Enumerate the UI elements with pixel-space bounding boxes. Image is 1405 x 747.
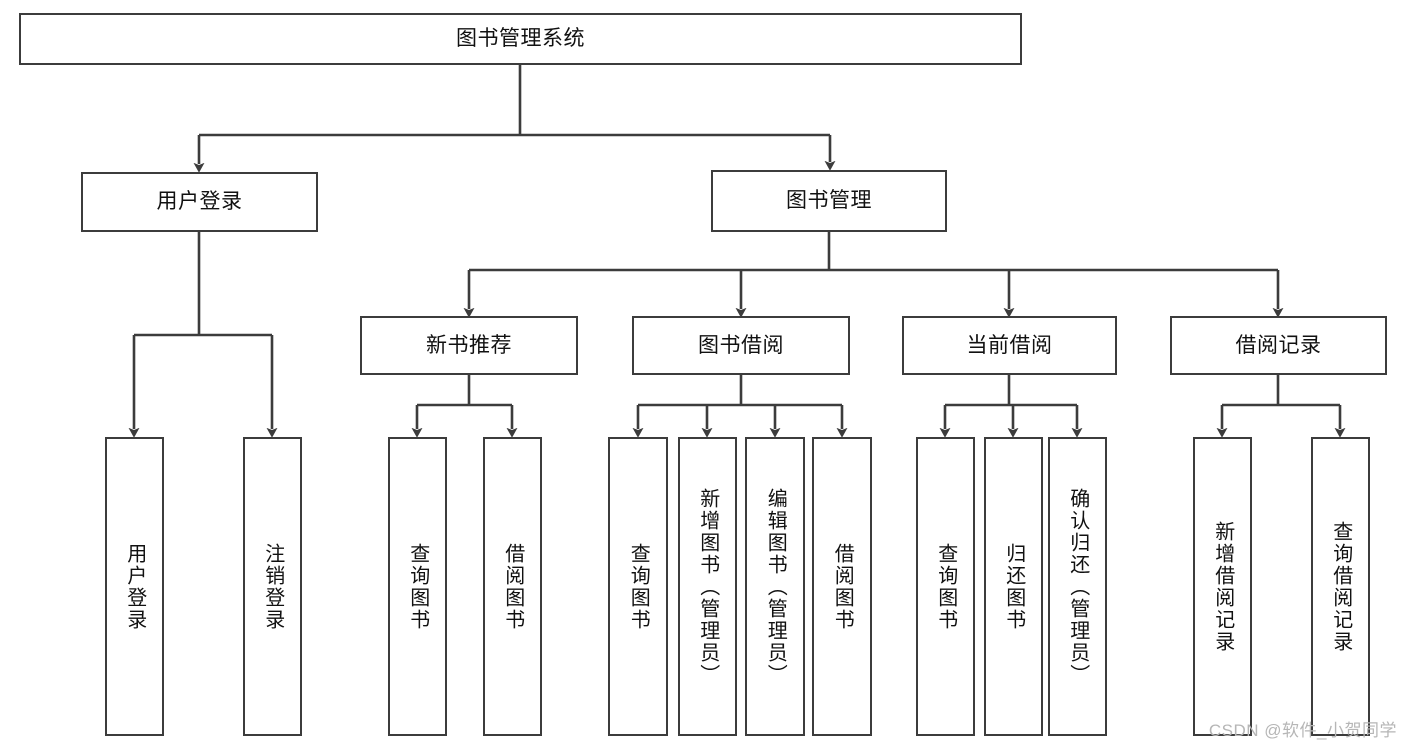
node-leaf-add-book[interactable]: 新增图书（管理员） — [678, 437, 737, 736]
node-leaf-query-record[interactable]: 查询借阅记录 — [1311, 437, 1370, 736]
node-leaf-user-login[interactable]: 用户登录 — [105, 437, 164, 736]
node-leaf-return-book[interactable]: 归还图书 — [984, 437, 1043, 736]
node-leaf-query-book-2[interactable]: 查询图书 — [608, 437, 668, 736]
node-leaf-borrow-book-2[interactable]: 借阅图书 — [812, 437, 872, 736]
node-leaf-add-record-label: 新增借阅记录 — [1211, 520, 1234, 653]
node-leaf-borrow-book-2-label: 借阅图书 — [831, 542, 854, 631]
node-leaf-return-book-label: 归还图书 — [1002, 542, 1025, 631]
node-leaf-query-book-1-label: 查询图书 — [406, 542, 429, 631]
node-leaf-query-book-1[interactable]: 查询图书 — [388, 437, 447, 736]
node-leaf-edit-book[interactable]: 编辑图书（管理员） — [745, 437, 805, 736]
node-leaf-user-logout-label: 注销登录 — [261, 542, 284, 631]
node-book-borrow[interactable]: 图书借阅 — [632, 316, 850, 375]
node-leaf-borrow-book-1[interactable]: 借阅图书 — [483, 437, 542, 736]
node-book-borrow-label: 图书借阅 — [698, 333, 784, 357]
node-leaf-edit-book-label: 编辑图书（管理员） — [764, 487, 787, 686]
csdn-watermark: CSDN @软件_小贺同学 — [1208, 721, 1397, 740]
node-leaf-confirm-return-label: 确认归还（管理员） — [1066, 487, 1089, 686]
node-current-borrow-label: 当前借阅 — [966, 333, 1053, 357]
node-leaf-user-logout[interactable]: 注销登录 — [243, 437, 302, 736]
node-user-login-label: 用户登录 — [156, 190, 243, 214]
node-leaf-confirm-return[interactable]: 确认归还（管理员） — [1048, 437, 1107, 736]
node-leaf-query-record-label: 查询借阅记录 — [1329, 520, 1352, 653]
node-leaf-query-book-3[interactable]: 查询图书 — [916, 437, 975, 736]
node-current-borrow[interactable]: 当前借阅 — [902, 316, 1117, 375]
node-leaf-add-book-label: 新增图书（管理员） — [696, 487, 719, 686]
node-leaf-query-book-3-label: 查询图书 — [934, 542, 957, 631]
node-leaf-add-record[interactable]: 新增借阅记录 — [1193, 437, 1252, 736]
node-borrow-record-label: 借阅记录 — [1235, 333, 1322, 357]
node-leaf-borrow-book-1-label: 借阅图书 — [501, 542, 524, 631]
node-new-book-recommend-label: 新书推荐 — [426, 333, 512, 357]
node-user-login[interactable]: 用户登录 — [81, 172, 318, 232]
node-book-management[interactable]: 图书管理 — [711, 170, 947, 232]
node-leaf-user-login-label: 用户登录 — [123, 542, 146, 631]
node-book-management-label: 图书管理 — [786, 189, 872, 213]
node-new-book-recommend[interactable]: 新书推荐 — [360, 316, 578, 375]
node-root-label: 图书管理系统 — [456, 27, 585, 51]
node-leaf-query-book-2-label: 查询图书 — [627, 542, 650, 631]
node-root[interactable]: 图书管理系统 — [19, 13, 1022, 65]
node-borrow-record[interactable]: 借阅记录 — [1170, 316, 1387, 375]
